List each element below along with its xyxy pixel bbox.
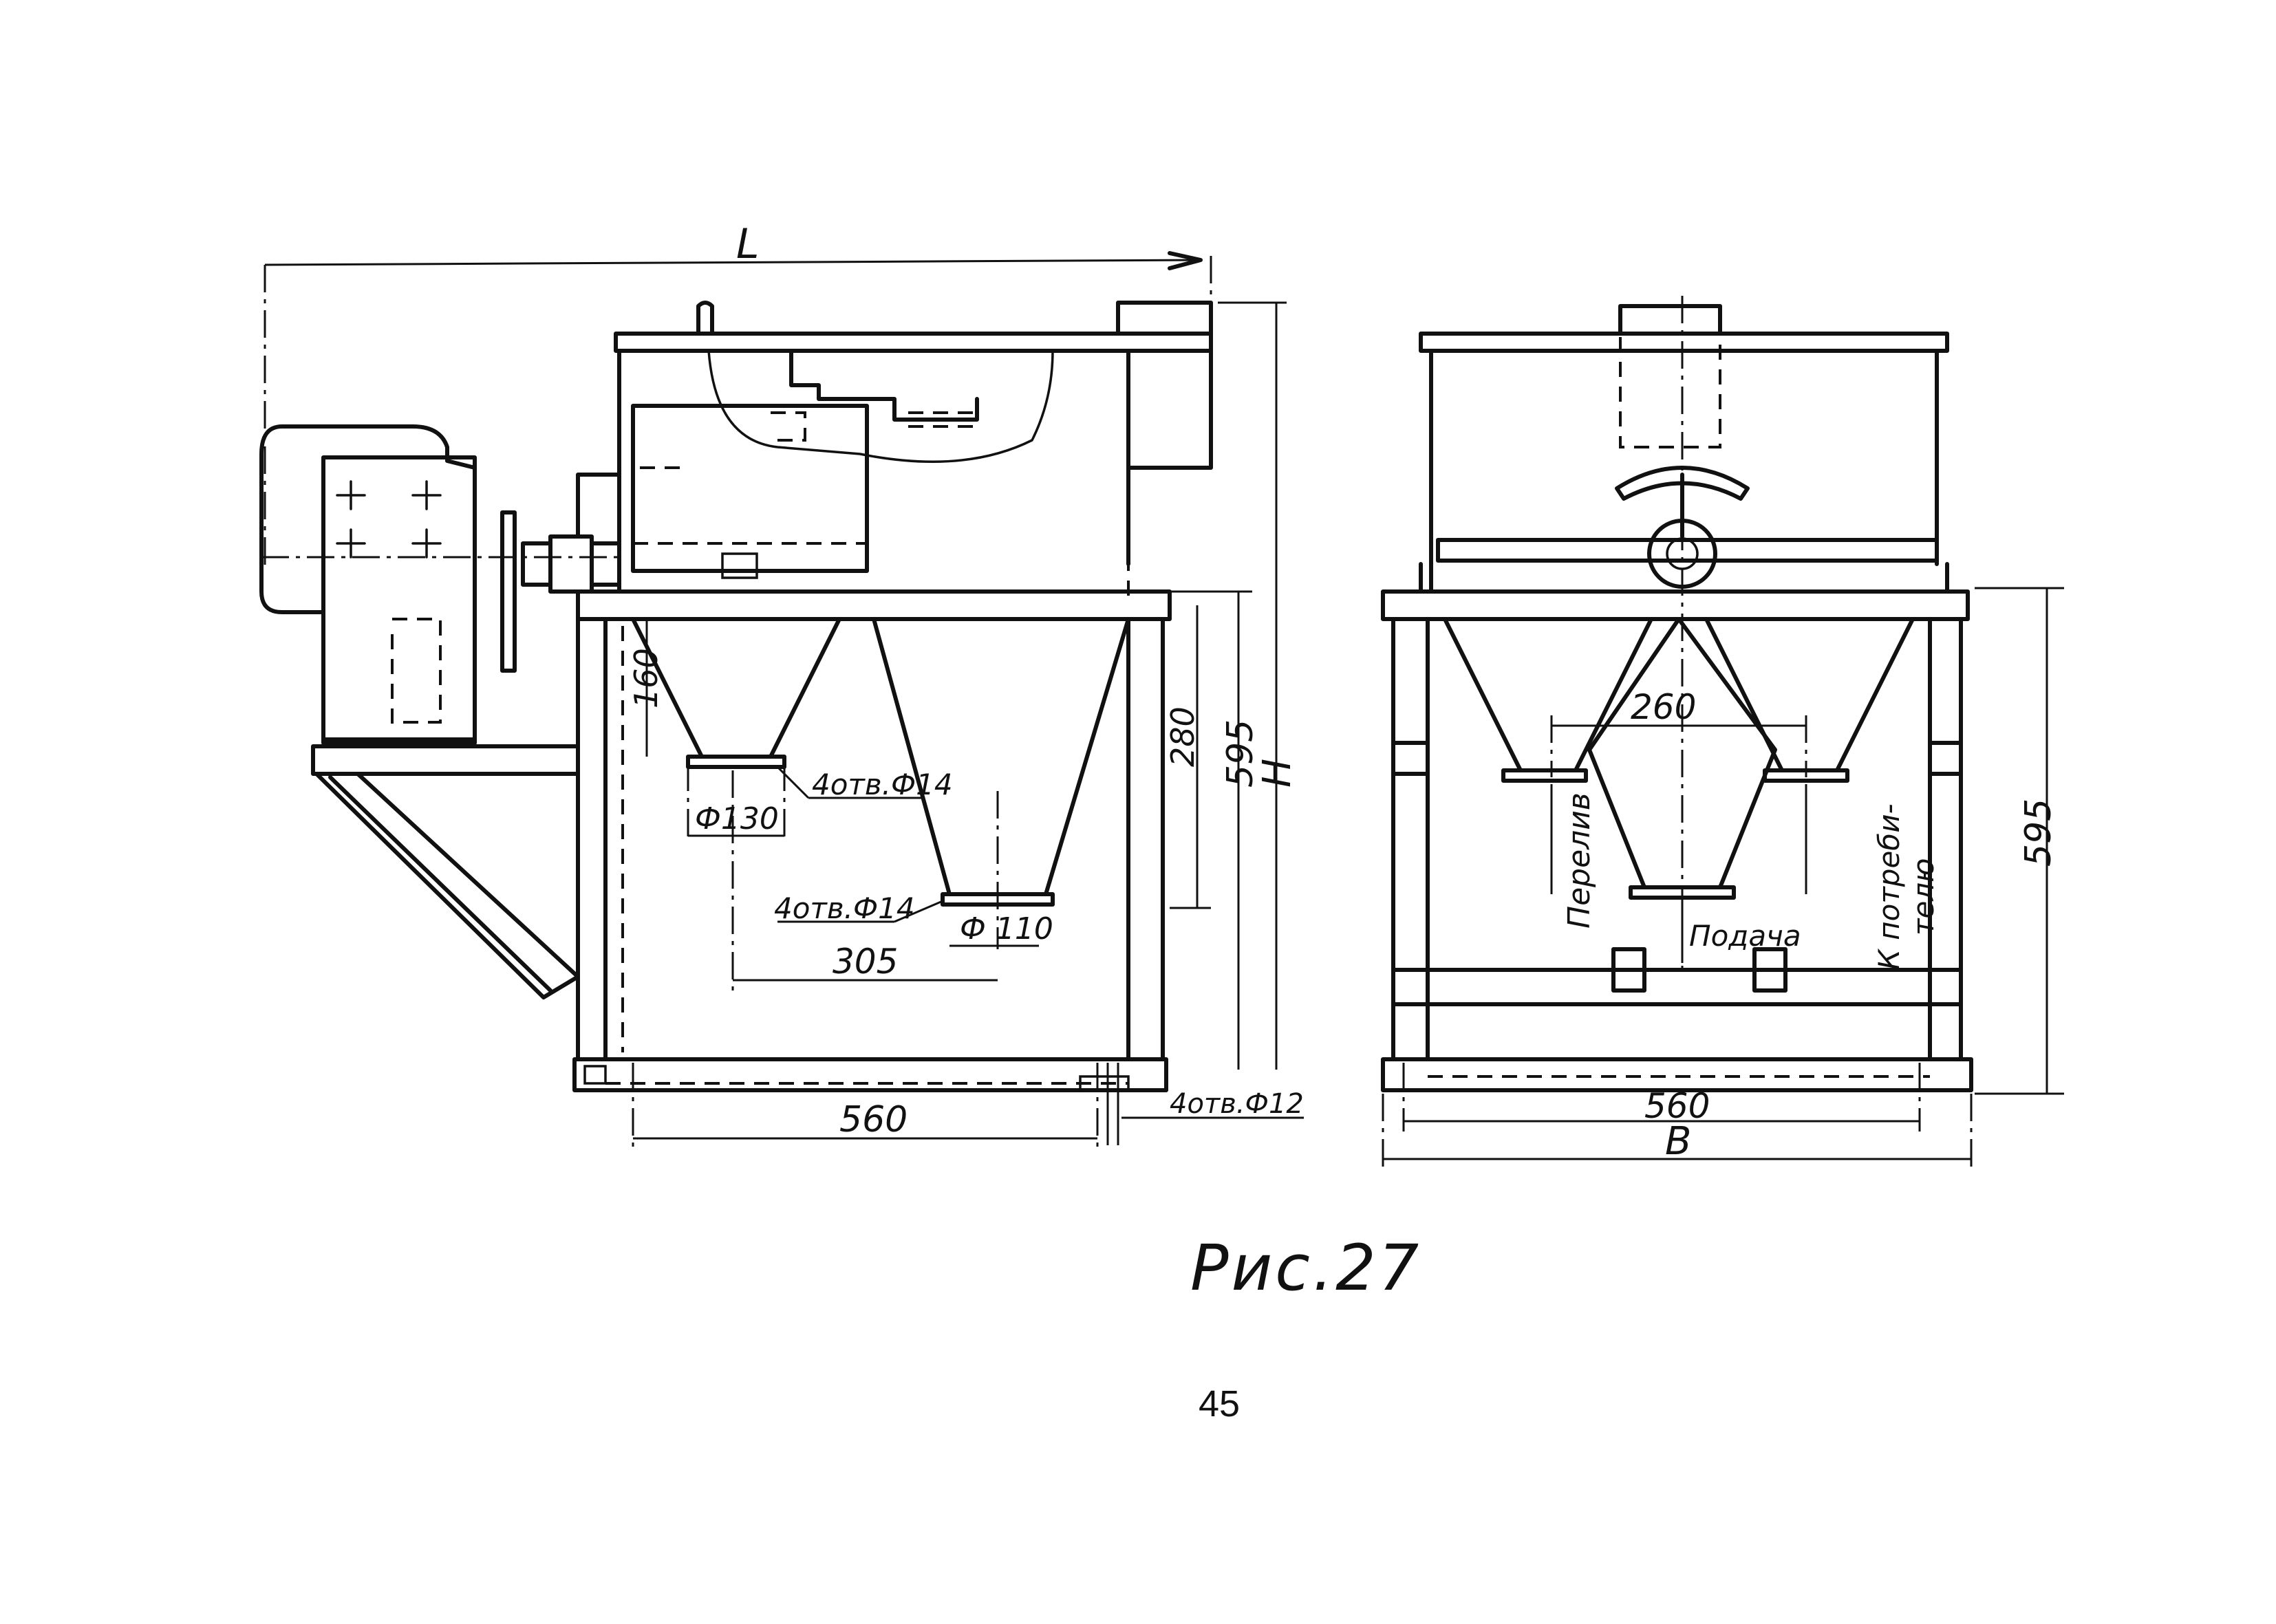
side-view: L	[259, 220, 1304, 1149]
mounting-holes-icon	[336, 480, 442, 559]
dim-small-hopper-label: 160	[627, 648, 665, 708]
dim-holes-small-label: 4отв.Ф14	[812, 768, 953, 801]
front-dim-height-label: 595	[2018, 799, 2059, 867]
front-dim-spacing-label: 260	[1631, 687, 1696, 727]
dim-offset-label: 305	[833, 942, 898, 982]
page-number: 45	[1199, 1383, 1241, 1425]
dim-holes-large-label: 4отв.Ф14	[774, 891, 915, 925]
label-consumer-1: К потреби-	[1872, 803, 1906, 970]
dim-length-label: L	[736, 220, 759, 268]
label-consumer-2: телю	[1907, 858, 1940, 935]
label-feed: Подача	[1689, 919, 1801, 953]
dim-base-holes-label: 4отв.Ф12	[1170, 1088, 1304, 1120]
dim-hopper-height-label: 280	[1164, 706, 1201, 767]
dim-outlet-small-label: Ф130	[695, 801, 779, 836]
dim-outlet-large-label: Ф 110	[960, 911, 1053, 946]
front-view: 260 Перелив Подача К потреби- телю 560 B…	[1381, 296, 2064, 1169]
valve-handwheel-icon	[1647, 519, 1717, 589]
label-overflow: Перелив	[1562, 792, 1597, 929]
dim-lower-height-label: 595	[1220, 719, 1261, 788]
front-dim-base-label: 560	[1644, 1086, 1710, 1126]
front-dim-width-label: B	[1665, 1119, 1691, 1164]
dim-base-label: 560	[839, 1099, 908, 1140]
dim-overall-height-label: H	[1255, 759, 1300, 788]
figure-caption: Рис.27	[1190, 1231, 1422, 1305]
